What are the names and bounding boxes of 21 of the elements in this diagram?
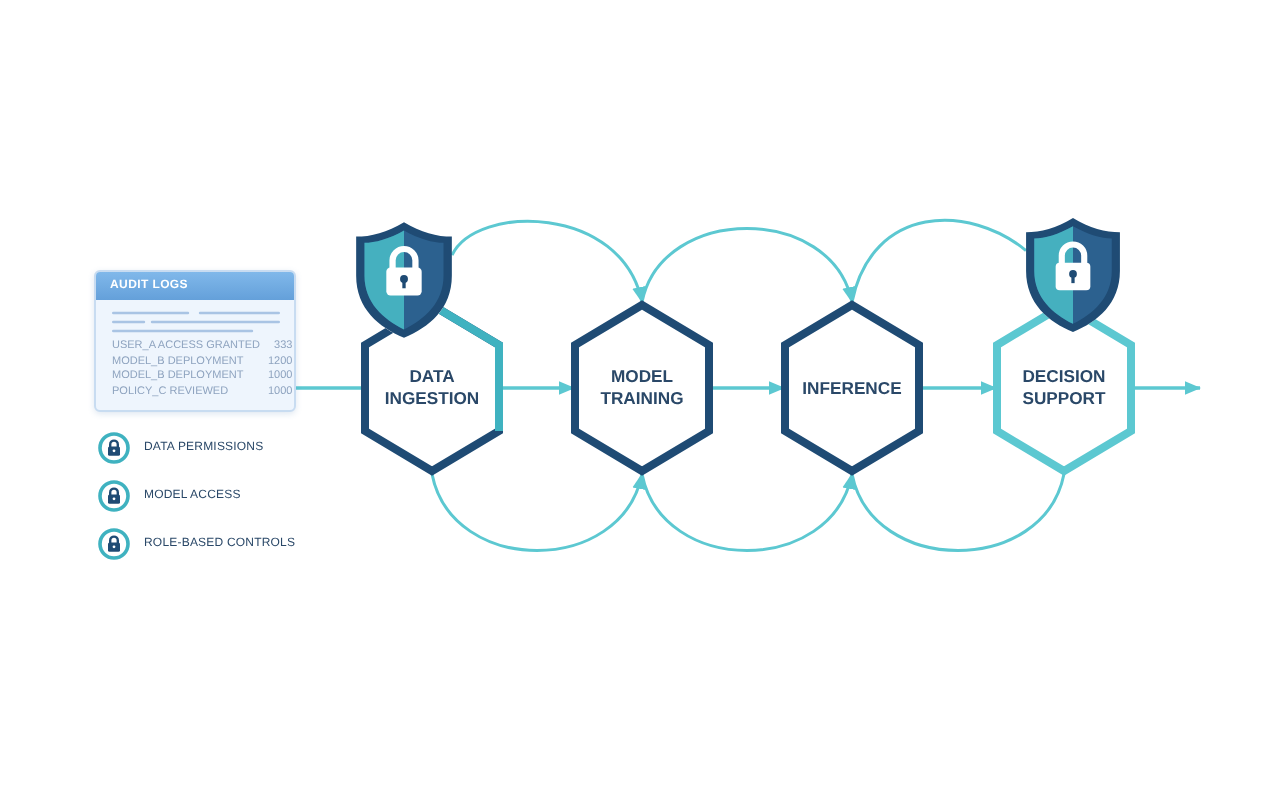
arrow: [920, 381, 997, 395]
curved-arrow: [450, 219, 644, 303]
curved-arrow: [430, 473, 644, 552]
node-label: DECISION SUPPORT: [1020, 366, 1108, 410]
curved-line: [850, 218, 1027, 303]
arrow: [500, 381, 575, 395]
connector-line: [296, 386, 364, 390]
node-label: DATA INGESTION: [382, 366, 482, 410]
shield-lock-icon: [352, 218, 456, 342]
curved-line: [850, 473, 1066, 552]
process-hexagon: [780, 300, 924, 476]
shield-lock-icon: [1022, 214, 1124, 336]
arrow: [1132, 381, 1201, 395]
audit-log-panel: [94, 270, 296, 412]
process-hexagon: [570, 300, 714, 476]
node-label: MODEL TRAINING: [598, 366, 686, 410]
curved-arrow: [640, 473, 854, 552]
curved-arrow: [640, 227, 854, 303]
arrow: [710, 381, 785, 395]
node-label: INFERENCE: [800, 377, 904, 399]
process-hexagon: [992, 312, 1136, 476]
